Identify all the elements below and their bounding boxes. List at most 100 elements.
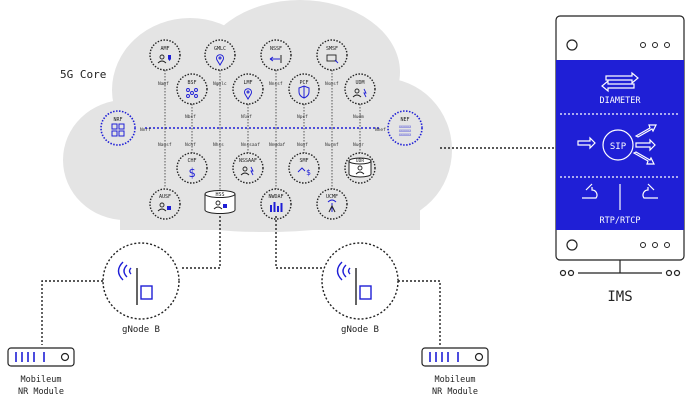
interface-labels: Namf Ngmlc Nnssf Nsmsf Nbsf Nlmf Npcf Nu… [140, 81, 386, 148]
sip-icon [577, 124, 657, 165]
nf-udm: UDM [344, 73, 376, 105]
service-links [164, 70, 361, 190]
sip-label: SIP [610, 142, 627, 152]
power-led-icon [60, 352, 70, 362]
binding-nodes-icon [186, 88, 198, 98]
if-nnssf: Nnssf [269, 81, 283, 87]
led-icon [664, 242, 670, 248]
screw-icon [566, 39, 578, 51]
antenna-icon [327, 199, 337, 213]
svg-text:NWDAF: NWDAF [268, 194, 283, 200]
nef-sub-line-2: XXXXXX [399, 129, 412, 133]
screw-icon [566, 239, 578, 251]
ims-stand [559, 260, 681, 277]
svg-text:$: $ [306, 168, 311, 177]
if-nudr: Nudr [353, 142, 364, 148]
nf-amf: AMF [149, 39, 181, 71]
nef-sub-line-3: XXXXXX [399, 133, 412, 137]
nf-pcf: PCF [288, 73, 320, 105]
svg-text:UCMF: UCMF [326, 194, 338, 200]
svg-text:SMSF: SMSF [326, 46, 338, 52]
svg-text:AUSF: AUSF [159, 194, 171, 200]
svg-text:HSS: HSS [215, 192, 224, 198]
if-namf: Namf [158, 81, 169, 87]
rtp-stream-icon [582, 183, 658, 210]
ims-label: IMS [607, 289, 632, 305]
gnode-b-left [102, 242, 180, 320]
nf-ucmf: UCMF [316, 188, 348, 220]
nf-nssaaf: NSSAAF [232, 152, 264, 184]
antenna-icon [117, 261, 153, 305]
policy-shield-icon [298, 85, 310, 99]
svg-text:NSSF: NSSF [270, 46, 282, 52]
svg-text:GMLC: GMLC [214, 46, 226, 52]
power-led-icon [474, 352, 484, 362]
link-gnb-module-left [41, 280, 103, 345]
sms-message-icon [326, 54, 339, 64]
svg-text:NRF: NRF [113, 117, 122, 123]
if-npcf: Npcf [297, 114, 308, 120]
led-icon [652, 42, 658, 48]
if-nchf: Nchf [185, 142, 196, 148]
exchange-arrows-icon [601, 71, 639, 93]
if-nbsf: Nbsf [185, 114, 196, 120]
core-title: 5G Core [60, 68, 106, 81]
dollar-icon: $ [188, 166, 195, 180]
module-right-line2: NR Module [432, 387, 478, 397]
user-shield-icon [157, 54, 171, 64]
link-core-gnb-left [180, 216, 221, 269]
bar-chart-icon [270, 202, 283, 212]
network-slice-icon [269, 55, 282, 63]
if-ngmlc: Ngmlc [213, 81, 227, 87]
nf-smf: SMF $ [288, 152, 320, 184]
nr-module-left [7, 347, 75, 367]
if-nucmf: Nucmf [325, 142, 339, 148]
svg-text:NEF: NEF [400, 117, 409, 123]
if-nnef: Nnef [375, 127, 386, 133]
led-icon [664, 42, 670, 48]
led-icon [640, 242, 646, 248]
nf-chf: CHF $ [176, 152, 208, 184]
led-icon [652, 242, 658, 248]
if-nnssaaf: Nnssaaf [241, 142, 260, 148]
user-auth-icon [240, 166, 254, 176]
module-left-line1: Mobileum [21, 375, 62, 385]
user-lock-icon [213, 200, 227, 210]
nf-nwdaf: NWDAF [260, 188, 292, 220]
module-left-line2: NR Module [18, 387, 64, 397]
rtp-label: RTP/RTCP [600, 216, 641, 226]
gnode-b-right [321, 242, 399, 320]
nef-sub-line-1: XXXXXX [399, 125, 412, 129]
svg-text:SMF: SMF [299, 158, 308, 164]
if-nausf: Nausf [158, 142, 172, 148]
nf-ausf: AUSF [149, 188, 181, 220]
nf-udr: UDR [344, 152, 376, 184]
ims-server: DIAMETER SIP RTP/RTCP [555, 15, 685, 261]
diameter-label: DIAMETER [600, 96, 642, 106]
svg-text:AMF: AMF [160, 46, 169, 52]
nf-hss: HSS [204, 190, 236, 214]
nf-nef: NEF XXXXXX XXXXXX XXXXXX [387, 110, 423, 146]
nf-gmlc: GMLC [204, 39, 236, 71]
if-nnrf: Nnrf [140, 127, 151, 133]
location-pin-icon [244, 88, 252, 100]
database-icon [348, 157, 372, 178]
nr-module-right [421, 347, 489, 367]
repository-icon [111, 123, 125, 137]
svg-text:CHF: CHF [187, 158, 196, 164]
nf-nrf: NRF [100, 110, 136, 146]
link-gnb-module-right [398, 280, 441, 345]
if-nlmf: Nlmf [241, 114, 252, 120]
module-right-line1: Mobileum [435, 375, 476, 385]
user-lock-icon [157, 202, 171, 212]
svg-text:BSF: BSF [187, 80, 196, 86]
nf-nssf: NSSF [260, 39, 292, 71]
svg-text:UDM: UDM [355, 80, 364, 86]
if-nudm: Nudm [353, 114, 364, 120]
user-icon [355, 165, 365, 175]
svg-text:LMF: LMF [243, 80, 252, 86]
user-data-icon [352, 88, 367, 98]
link-core-gnb-right [275, 216, 322, 269]
if-nsmf: Nsmf [297, 142, 308, 148]
